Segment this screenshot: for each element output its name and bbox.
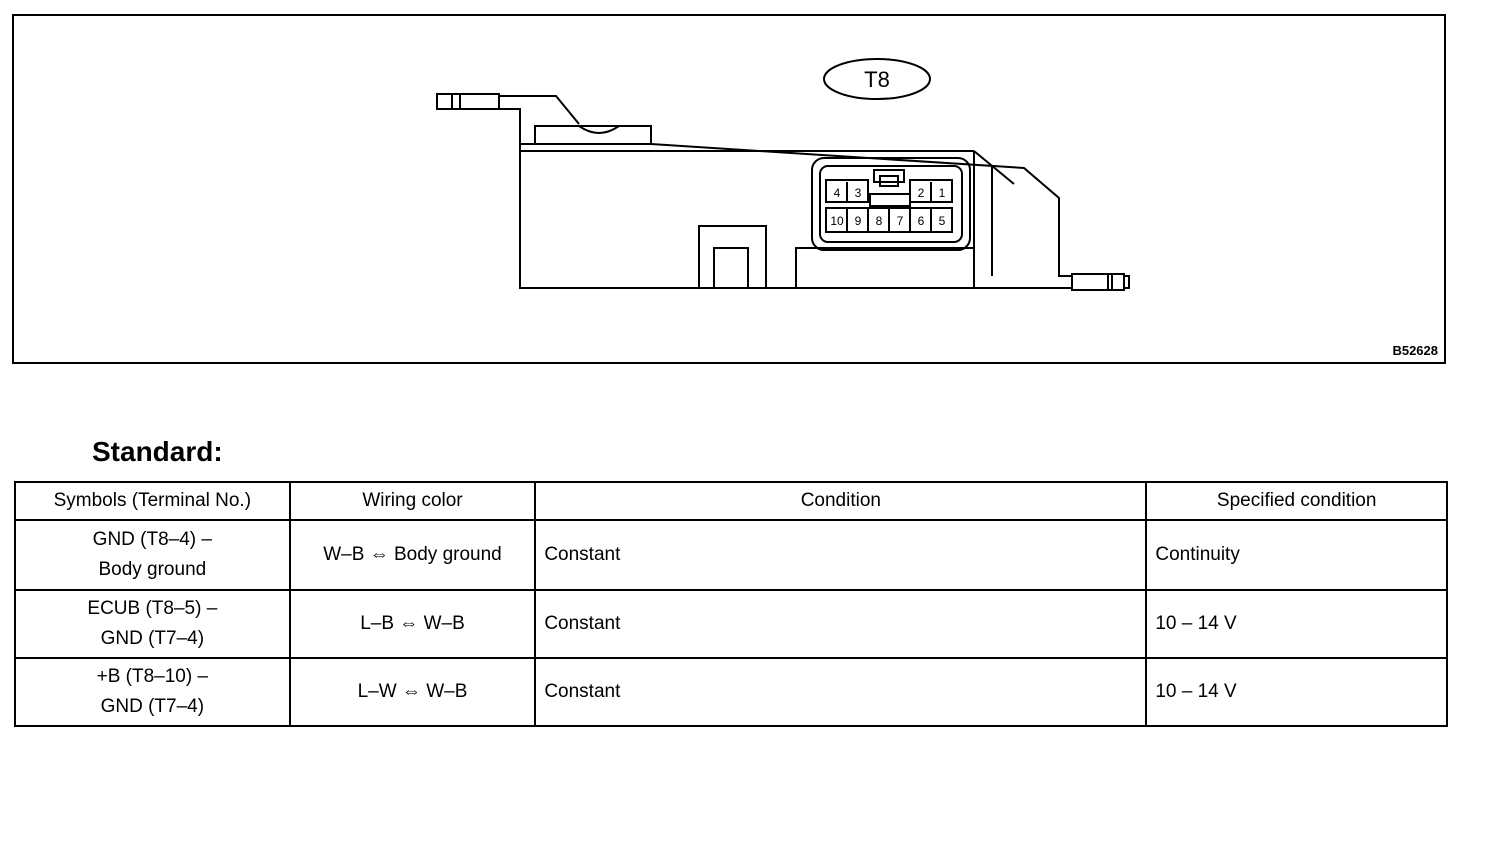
symbol-line: GND (T8–4) – bbox=[92, 529, 212, 550]
terminal-10: 10 bbox=[830, 214, 844, 228]
terminal-3: 3 bbox=[855, 186, 862, 200]
wiring-cell: L–B ⇔ W–B bbox=[288, 589, 537, 659]
table-row: +B (T8–10) – GND (T7–4) L–W ⇔ W–B Consta… bbox=[14, 657, 1448, 727]
header-symbols: Symbols (Terminal No.) bbox=[14, 481, 291, 521]
table-row: GND (T8–4) – Body ground W–B ⇔ Body grou… bbox=[14, 519, 1448, 591]
header-wiring-color: Wiring color bbox=[288, 481, 537, 521]
standard-table: Symbols (Terminal No.) Wiring color Cond… bbox=[14, 481, 1448, 727]
terminal-4: 4 bbox=[834, 186, 841, 200]
condition-cell: Constant bbox=[534, 519, 1148, 591]
header-condition: Condition bbox=[534, 481, 1148, 521]
terminal-8: 8 bbox=[876, 214, 883, 228]
ecu-connector-drawing: T8 4 3 2 1 10 9 8 7 6 5 bbox=[436, 58, 1130, 291]
terminal-5: 5 bbox=[939, 214, 946, 228]
standard-heading: Standard: bbox=[92, 436, 223, 467]
symbol-line: +B (T8–10) – bbox=[96, 666, 209, 687]
terminal-2: 2 bbox=[918, 186, 925, 200]
symbol-cell: GND (T8–4) – Body ground bbox=[14, 519, 291, 591]
symbol-cell: ECUB (T8–5) – GND (T7–4) bbox=[14, 589, 291, 659]
wiring-cell: L–W ⇔ W–B bbox=[288, 657, 537, 727]
terminal-1: 1 bbox=[939, 186, 946, 200]
symbol-line: GND (T7–4) bbox=[100, 628, 205, 649]
specified-cell: 10 – 14 V bbox=[1145, 657, 1448, 727]
header-specified-condition: Specified condition bbox=[1145, 481, 1448, 521]
specified-cell: 10 – 14 V bbox=[1145, 589, 1448, 659]
specified-cell: Continuity bbox=[1145, 519, 1448, 591]
condition-cell: Constant bbox=[534, 657, 1148, 727]
symbol-line: Body ground bbox=[98, 559, 207, 580]
symbol-line: ECUB (T8–5) – bbox=[87, 598, 218, 619]
connector-diagram: T8 4 3 2 1 10 9 8 7 6 5 B52628 bbox=[12, 14, 1446, 364]
table-header-row: Symbols (Terminal No.) Wiring color Cond… bbox=[14, 481, 1448, 521]
wiring-cell: W–B ⇔ Body ground bbox=[288, 519, 537, 591]
symbol-cell: +B (T8–10) – GND (T7–4) bbox=[14, 657, 291, 727]
terminal-9: 9 bbox=[855, 214, 862, 228]
symbol-line: GND (T7–4) bbox=[100, 696, 205, 717]
table-row: ECUB (T8–5) – GND (T7–4) L–B ⇔ W–B Const… bbox=[14, 589, 1448, 659]
terminal-6: 6 bbox=[918, 214, 925, 228]
figure-code: B52628 bbox=[1392, 343, 1438, 358]
condition-cell: Constant bbox=[534, 589, 1148, 659]
terminal-7: 7 bbox=[897, 214, 904, 228]
connector-label: T8 bbox=[864, 67, 890, 92]
